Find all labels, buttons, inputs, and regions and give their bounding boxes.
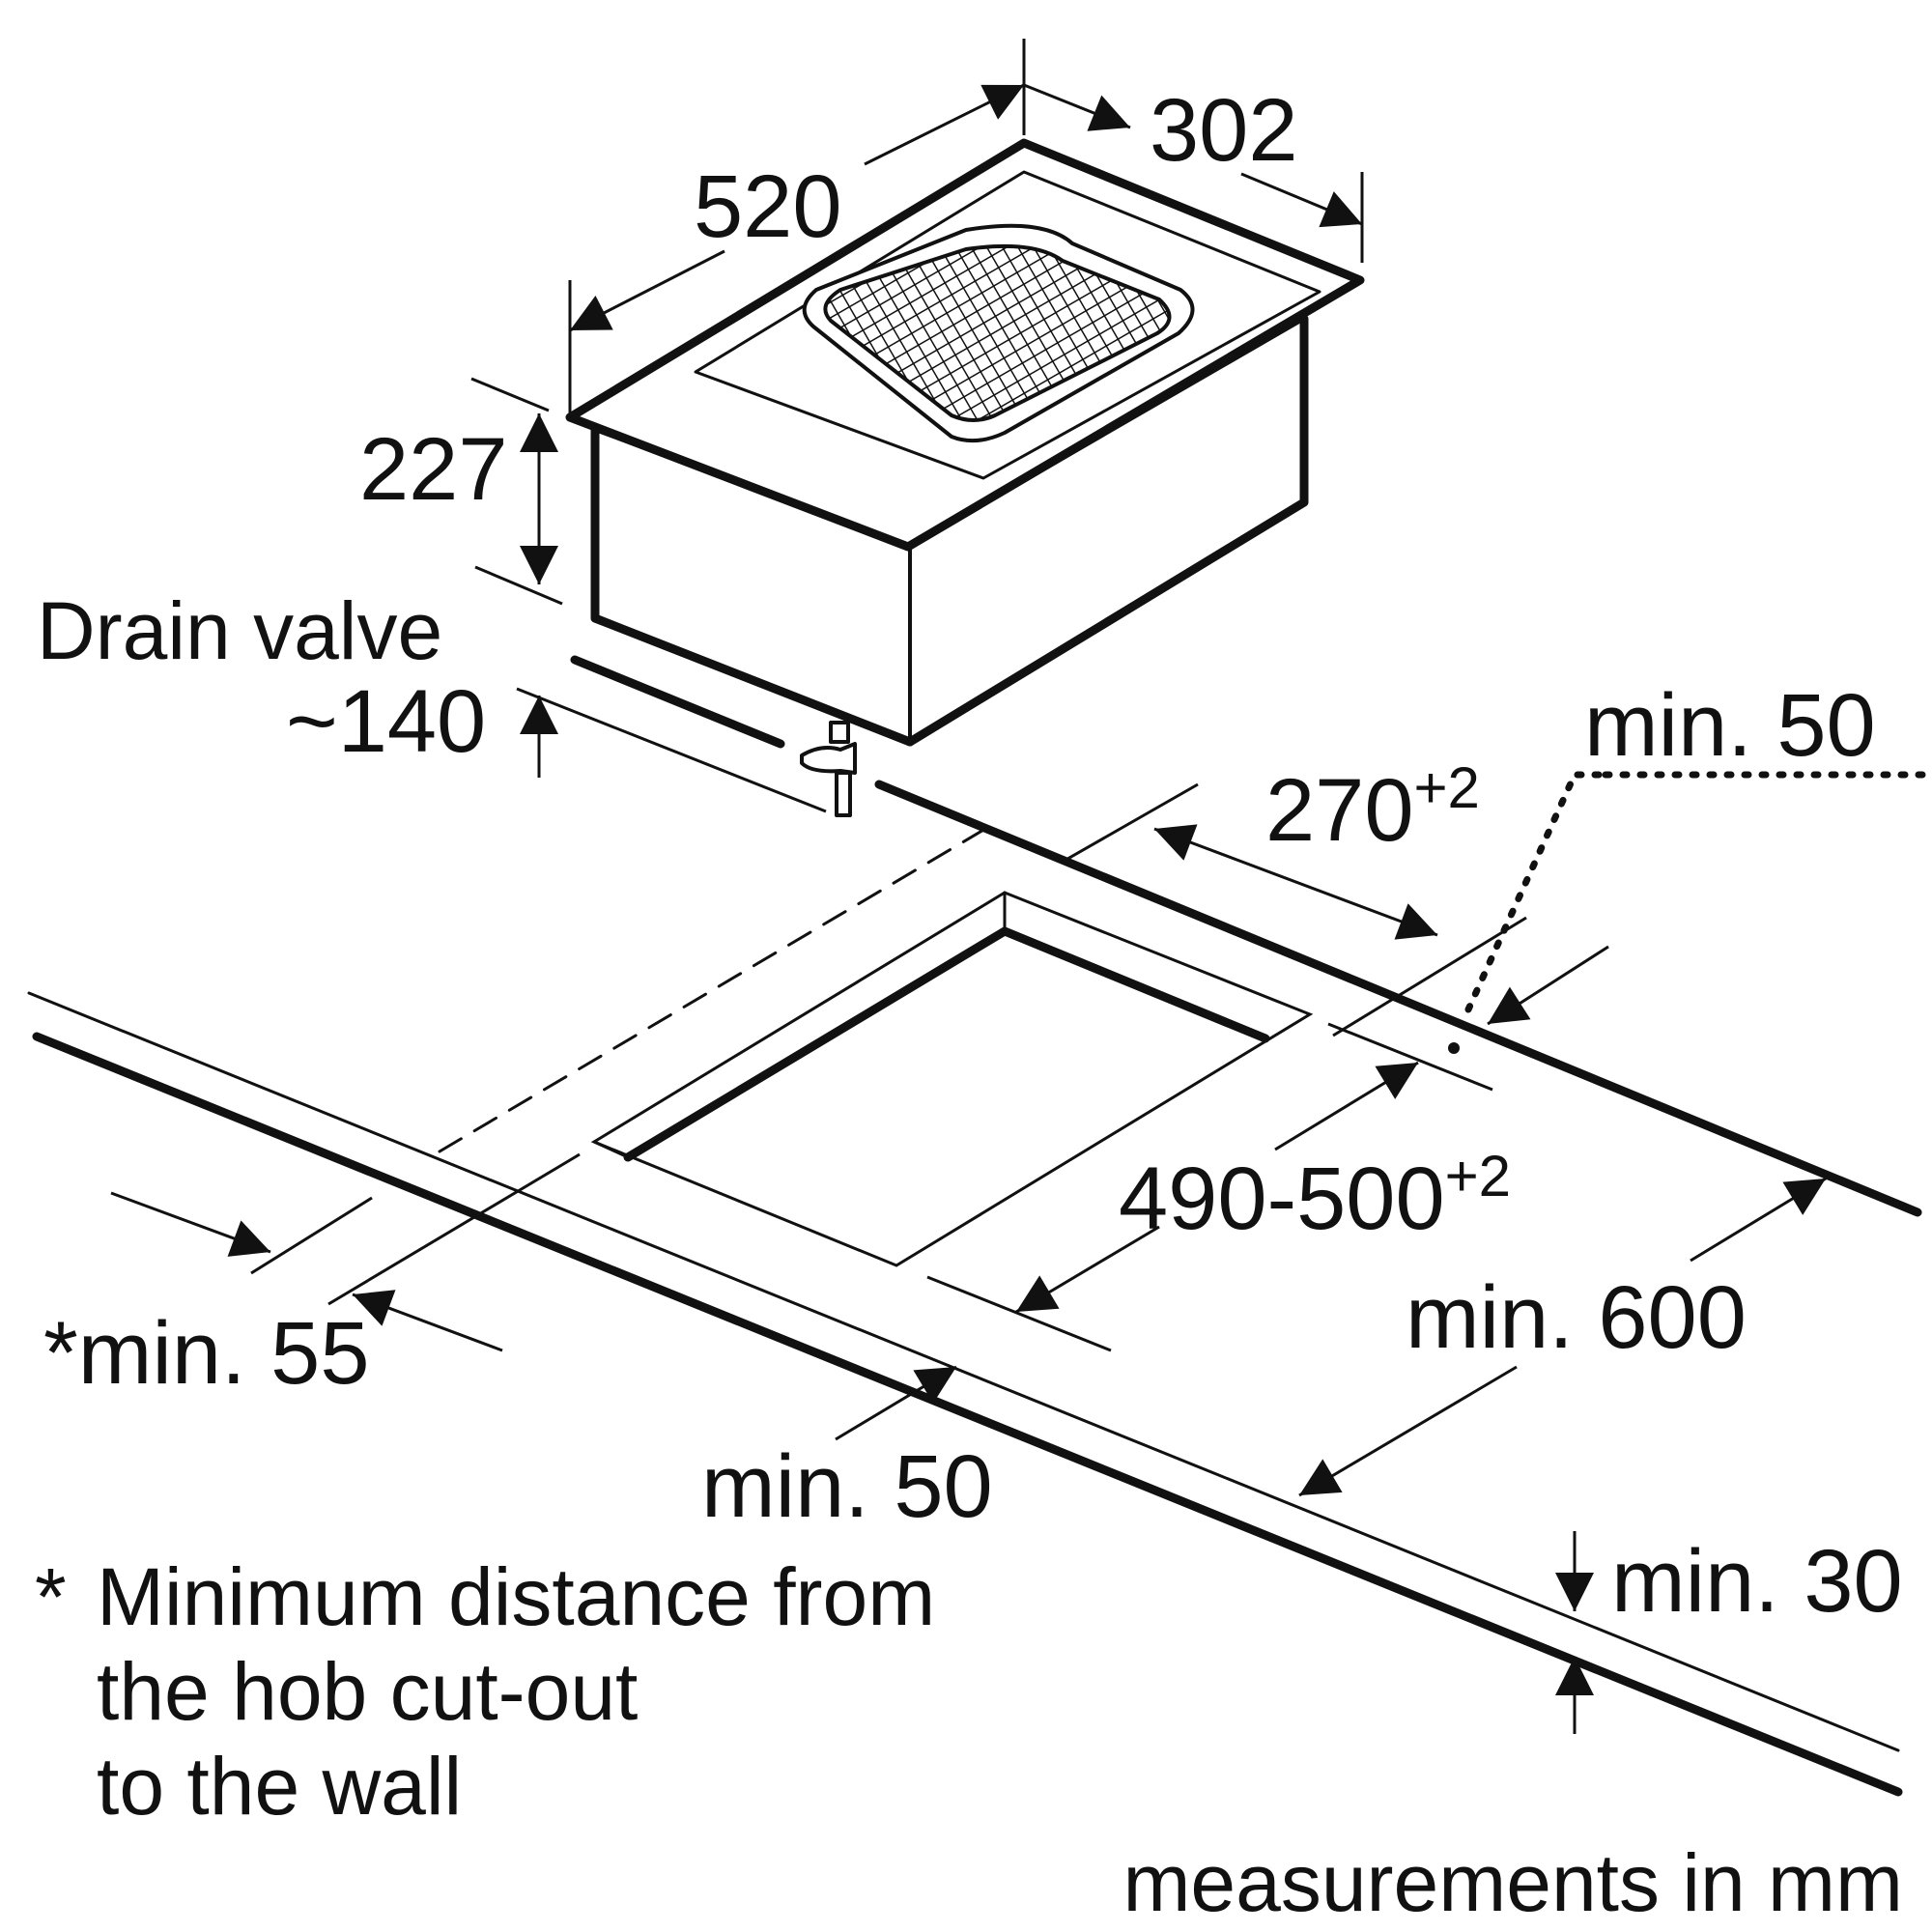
label-min-front: min. 50	[701, 1437, 993, 1536]
worktop-front-edge-top	[27, 991, 1900, 1752]
worktop-rear-edge-right	[874, 780, 1922, 1217]
worktop-rear-edge	[570, 655, 785, 749]
fryer-unit	[565, 138, 1365, 817]
label-cutout-width-tolerance: +2	[1445, 1144, 1511, 1208]
fryer-top-inner-rim	[694, 170, 1321, 480]
dimension-labels: 520 302 227 Drain valve ~140 270+2 490-5…	[37, 81, 1903, 1631]
rear-wall-dashed-line	[438, 827, 987, 1153]
label-cutout-depth-tolerance: +2	[1414, 755, 1480, 820]
label-min-rear-wall: *min. 55	[43, 1304, 370, 1403]
fryer-basket	[823, 243, 1172, 422]
drain-valve-icon	[800, 721, 857, 817]
fryer-body-left	[590, 425, 915, 747]
footnote-star: *	[35, 1551, 67, 1642]
footnote: * Minimum distance from the hob cut-out …	[35, 1551, 935, 1832]
label-cutout-width: 490-500+2	[1119, 1144, 1511, 1248]
label-depth: 302	[1150, 81, 1298, 180]
label-min-worktop: min. 30	[1611, 1532, 1903, 1631]
label-width: 520	[694, 157, 842, 256]
dimension-lines	[110, 39, 1926, 1734]
label-cutout-width-value: 490-500	[1119, 1150, 1445, 1248]
label-min-cabinet: min. 600	[1406, 1268, 1747, 1367]
label-cutout-depth: 270+2	[1265, 755, 1480, 860]
footnote-line-2: the hob cut-out	[97, 1646, 638, 1737]
label-drain-valve: Drain valve	[37, 585, 442, 676]
fryer-body-right	[905, 314, 1309, 747]
footnote-line-1: Minimum distance from	[97, 1551, 935, 1642]
units-note: measurements in mm	[1122, 1837, 1903, 1928]
label-cutout-depth-value: 270	[1265, 761, 1414, 860]
footnote-line-3: to the wall	[97, 1741, 462, 1832]
label-height: 227	[359, 420, 508, 519]
label-min-side-right: min. 50	[1584, 676, 1876, 775]
label-drain-valve-value: ~140	[286, 672, 486, 771]
